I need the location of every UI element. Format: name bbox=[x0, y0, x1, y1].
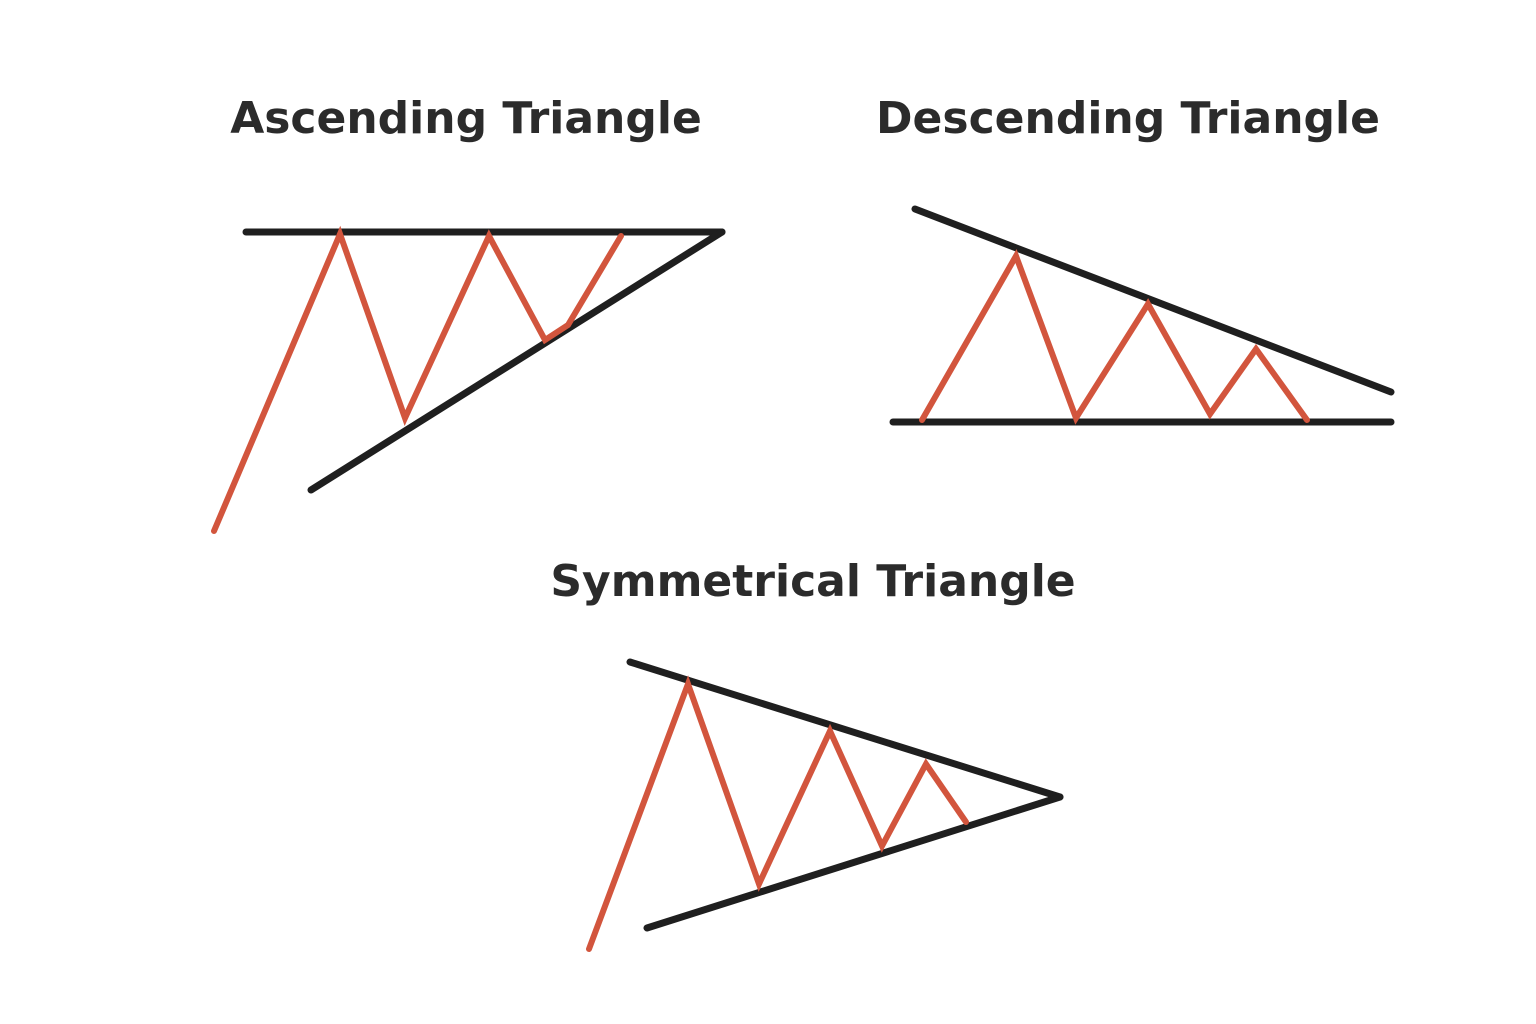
symmetrical-triangle-title: Symmetrical Triangle bbox=[550, 556, 1075, 607]
descending-triangle-title: Descending Triangle bbox=[876, 93, 1380, 144]
symmetrical-price-line bbox=[586, 675, 969, 952]
ascending-price-line bbox=[211, 225, 624, 534]
descending-resistance-line bbox=[911, 205, 1395, 396]
ascending-triangle-panel: Ascending Triangle bbox=[211, 93, 726, 534]
ascending-triangle-title: Ascending Triangle bbox=[230, 93, 702, 144]
descending-triangle-panel: Descending Triangle bbox=[876, 93, 1395, 426]
ascending-support-line bbox=[307, 228, 726, 494]
descending-price-line bbox=[919, 248, 1310, 425]
symmetrical-triangle-panel: Symmetrical Triangle bbox=[550, 556, 1076, 952]
symmetrical-upper-line bbox=[626, 658, 1064, 801]
symmetrical-lower-line bbox=[643, 793, 1064, 932]
